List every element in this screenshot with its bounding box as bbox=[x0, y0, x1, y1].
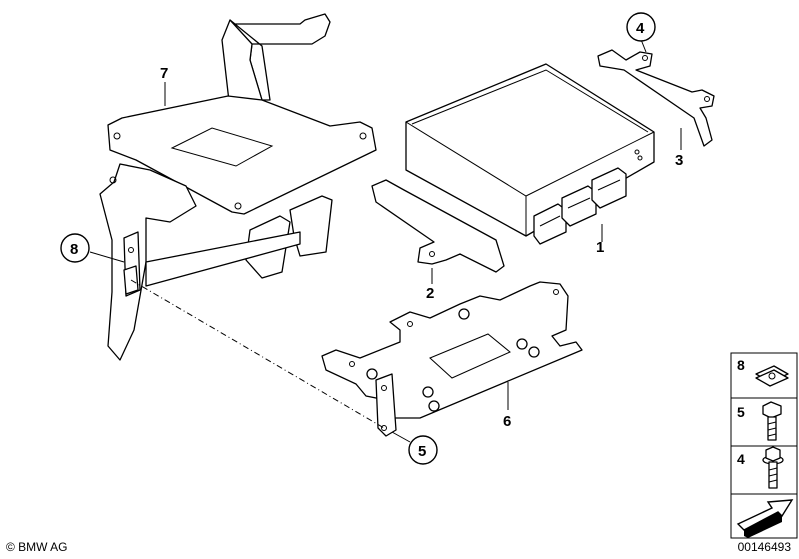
callout-labels: 7 1 2 3 6 4 8 5 bbox=[60, 12, 683, 465]
callout-8: 8 bbox=[70, 241, 78, 258]
part-2-bracket[interactable] bbox=[371, 179, 505, 273]
callout-circle-5 bbox=[408, 435, 438, 465]
connector-group bbox=[533, 167, 627, 245]
callout-circle-4 bbox=[626, 12, 656, 42]
hex-bolt-icon bbox=[762, 401, 782, 441]
callout-6: 6 bbox=[503, 413, 511, 430]
callout-7: 7 bbox=[160, 65, 168, 82]
document-number: 00146493 bbox=[737, 540, 791, 554]
callout-5: 5 bbox=[418, 443, 426, 460]
callout-1: 1 bbox=[596, 239, 604, 256]
part-7-carrier-bracket[interactable] bbox=[99, 13, 377, 361]
weld-nuts bbox=[366, 308, 540, 412]
leader-lines bbox=[89, 36, 682, 443]
part-1-control-unit[interactable] bbox=[405, 63, 655, 245]
part-6-base-plate[interactable] bbox=[321, 281, 583, 437]
legend-number-4: 4 bbox=[737, 451, 745, 467]
callout-3: 3 bbox=[675, 152, 683, 169]
clip-nut-icon bbox=[755, 365, 789, 387]
direction-arrow-icon bbox=[736, 499, 794, 538]
copyright-label: © BMW AG bbox=[6, 540, 68, 554]
part-3-strap-bracket[interactable] bbox=[597, 49, 715, 147]
fastener-legend: 8 5 4 bbox=[730, 352, 798, 539]
callout-2: 2 bbox=[426, 285, 434, 302]
flange-bolt-icon bbox=[762, 446, 784, 489]
callout-4: 4 bbox=[636, 20, 645, 37]
legend-number-5: 5 bbox=[737, 404, 745, 420]
callout-circle-8 bbox=[60, 233, 90, 263]
legend-number-8: 8 bbox=[737, 357, 745, 373]
